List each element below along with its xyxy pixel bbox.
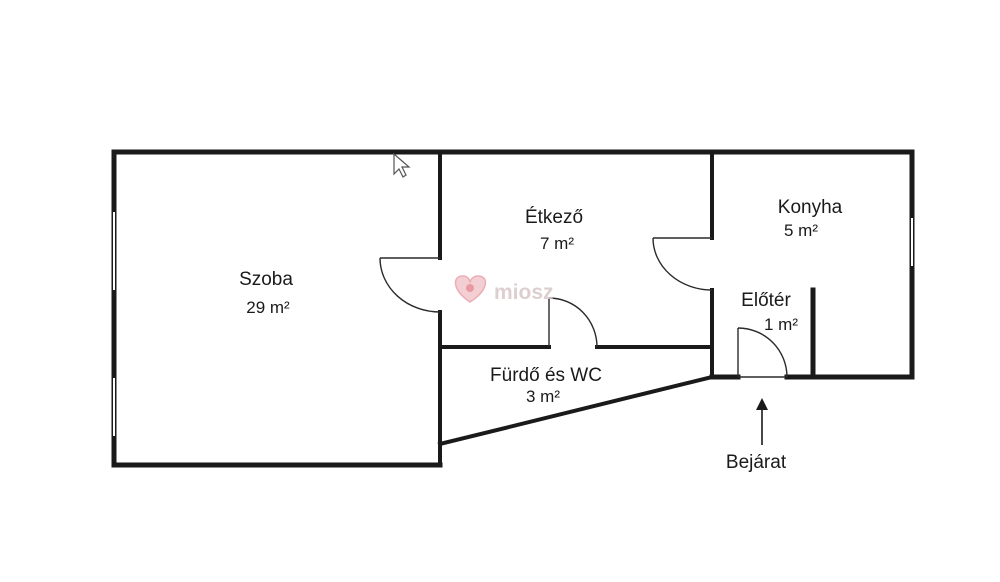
bathroom-diagonal-wall (437, 374, 715, 447)
room-area-szoba: 29 m² (246, 298, 290, 317)
door-entrance (737, 327, 788, 378)
watermark-text: miosz (494, 281, 554, 304)
room-area-etkezo: 7 m² (540, 234, 574, 253)
door-etkezo-konyha (652, 237, 713, 291)
windows (113, 212, 913, 436)
room-area-furdo: 3 m² (526, 387, 560, 406)
door-bathroom (548, 297, 598, 348)
outer-walls (111, 149, 915, 468)
doors (379, 237, 788, 378)
interior-walls (438, 150, 816, 467)
room-name-furdo: Fürdő és WC (490, 365, 602, 386)
room-name-etkezo: Étkező (525, 207, 583, 228)
entrance-label: Bejárat (726, 452, 787, 473)
entrance-arrow (756, 398, 768, 445)
room-name-eloter: Előtér (741, 290, 791, 311)
mouse-pointer-icon (393, 152, 411, 178)
door-szoba (379, 257, 441, 313)
arrow-up-icon (756, 398, 768, 410)
room-area-eloter: 1 m² (764, 315, 798, 334)
room-name-szoba: Szoba (239, 269, 293, 290)
room-name-konyha: Konyha (778, 197, 843, 218)
heart-logo-icon (454, 275, 487, 303)
room-area-konyha: 5 m² (784, 221, 818, 240)
watermark: miosz (454, 275, 554, 304)
room-labels: Szoba 29 m² Étkező 7 m² Konyha 5 m² Előt… (239, 197, 843, 473)
